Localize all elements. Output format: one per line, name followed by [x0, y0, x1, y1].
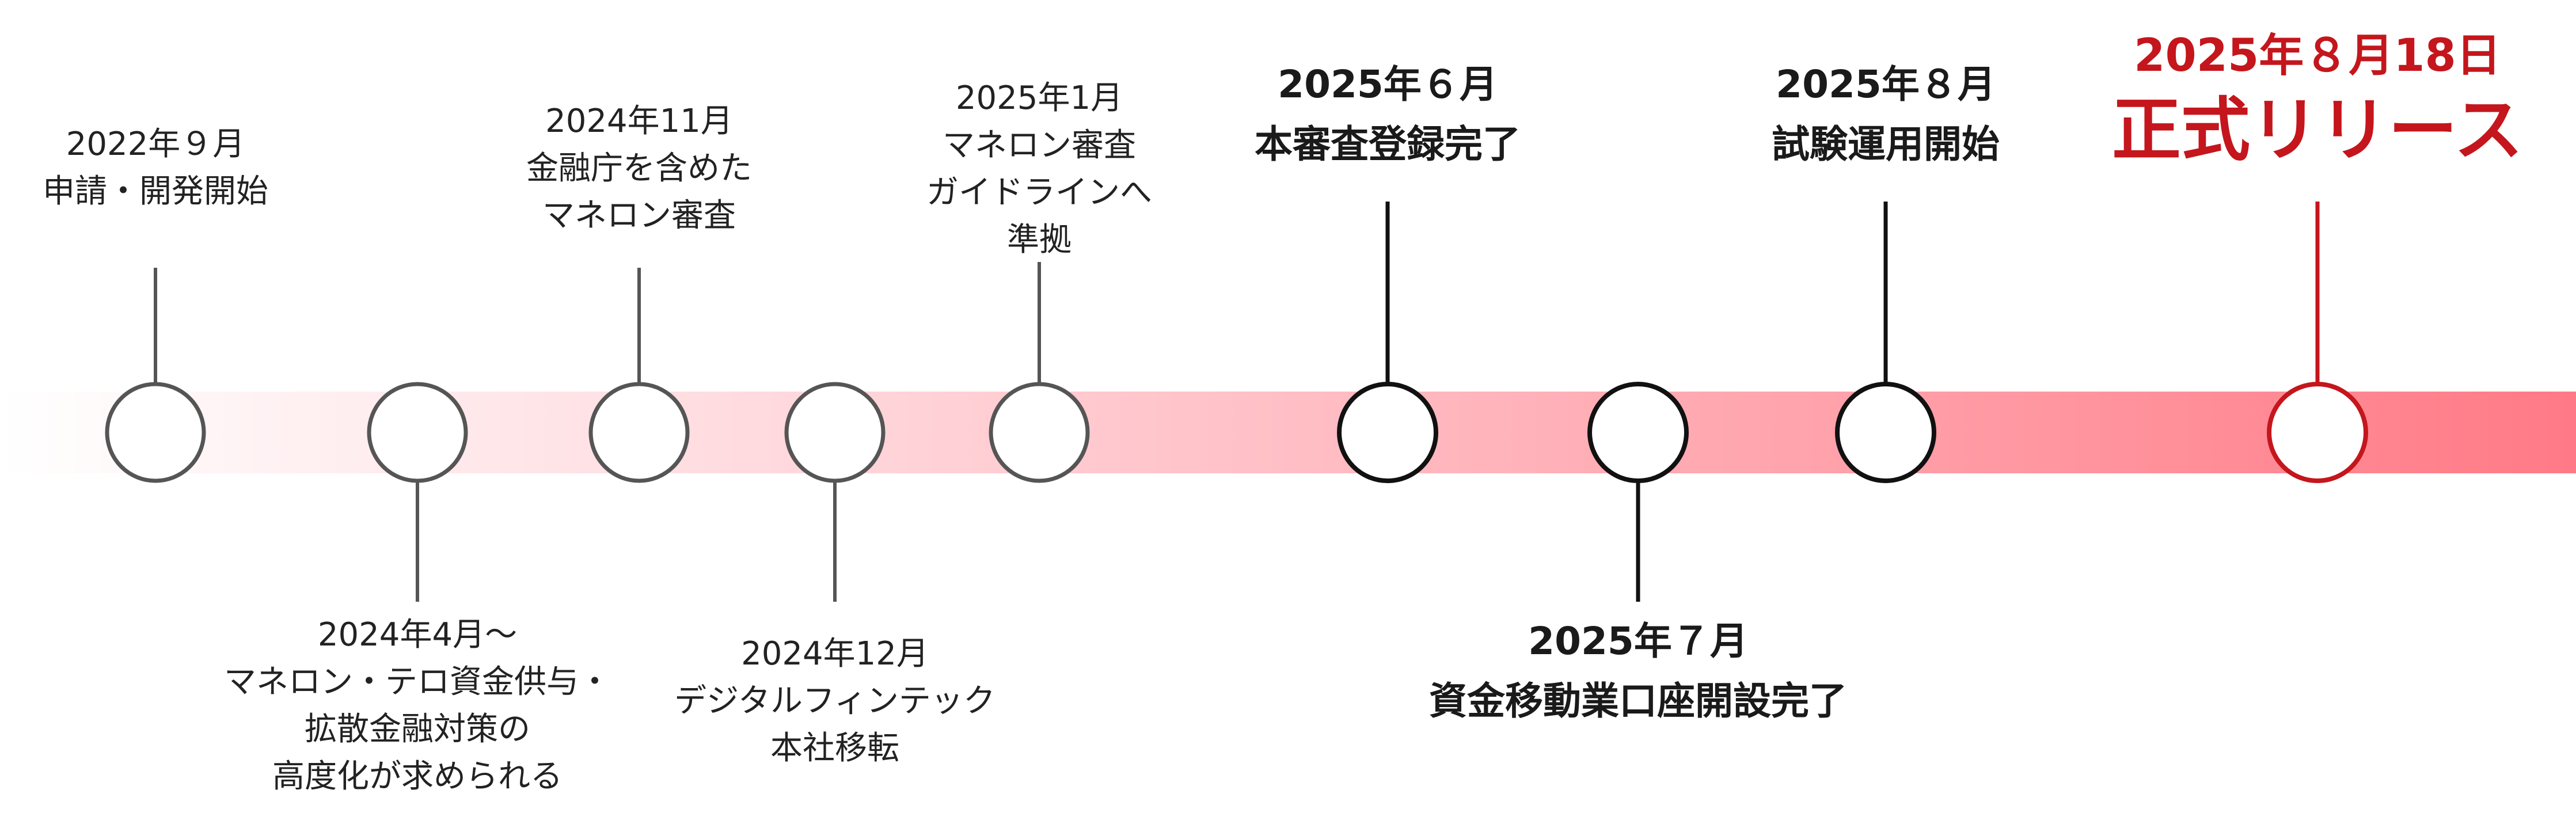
event-date: 2024年4月～ [317, 616, 518, 654]
event-description-line-3: 準拠 [1007, 221, 1072, 259]
event-label-5: 2025年1月マネロン審査ガイドラインへ準拠 [579, 75, 1500, 264]
event-label-8: 2025年８月試験運用開始 [1425, 55, 2346, 174]
event-description-line-1: マネロン・テロ資金供与・ [224, 663, 611, 701]
event-description-line-2: ガイドラインへ [926, 174, 1152, 211]
event-label-1: 2022年９月申請・開発開始 [0, 121, 616, 215]
event-date: 2024年11月 [545, 102, 733, 140]
timeline-node-8 [1835, 382, 1936, 483]
event-description-line-1: デジタルフィンテック [674, 682, 996, 720]
event-description-line-2: マネロン審査 [542, 197, 736, 234]
timeline-node-3 [588, 382, 690, 483]
connector-lines [154, 202, 2320, 602]
timeline-node-7 [1587, 382, 1689, 483]
event-label-6: 2025年６月本審査登録完了 [927, 55, 1848, 174]
timeline-node-5 [989, 382, 1090, 483]
event-label-7: 2025年７月資金移動業口座開設完了 [1177, 612, 2099, 731]
event-date: 2025年８月18日 [2134, 30, 2501, 82]
event-date: 2025年７月 [1528, 619, 1748, 663]
event-label-3: 2024年11月金融庁を含めたマネロン審査 [178, 98, 1100, 240]
event-description-line-2: 拡散金融対策の [305, 711, 530, 748]
event-label-4: 2024年12月デジタルフィンテック本社移転 [374, 631, 1295, 772]
event-description-line-1: 資金移動業口座開設完了 [1429, 679, 1847, 723]
event-date: 2025年1月 [955, 79, 1123, 117]
timeline-node-9 [2267, 382, 2368, 483]
event-description-line-1: 正式リリース [2112, 90, 2523, 170]
event-date: 2025年６月 [1278, 62, 1498, 107]
timeline-node-4 [784, 382, 886, 483]
event-label-2: 2024年4月～ マネロン・テロ資金供与・拡散金融対策の高度化が求められる [0, 612, 878, 800]
event-description-line-3: 高度化が求められる [272, 758, 563, 795]
event-date: 2024年12月 [741, 635, 929, 673]
timeline-node-2 [367, 382, 468, 483]
event-description-line-1: 金融庁を含めた [526, 150, 752, 187]
event-label-9: 2025年８月18日正式リリース [1857, 24, 2576, 174]
timeline-nodes [105, 382, 2368, 483]
event-date: 2022年９月 [66, 126, 245, 163]
event-description-line-1: 本審査登録完了 [1255, 122, 1521, 166]
event-description-line-1: マネロン審査 [943, 127, 1136, 164]
event-description-line-2: 本社移転 [770, 730, 899, 767]
timeline-node-6 [1337, 382, 1438, 483]
event-description-line-1: 試験運用開始 [1772, 122, 2000, 166]
event-date: 2025年８月 [1776, 62, 1996, 107]
event-description-line-1: 申請・開発開始 [43, 173, 268, 210]
timeline-node-1 [105, 382, 206, 483]
